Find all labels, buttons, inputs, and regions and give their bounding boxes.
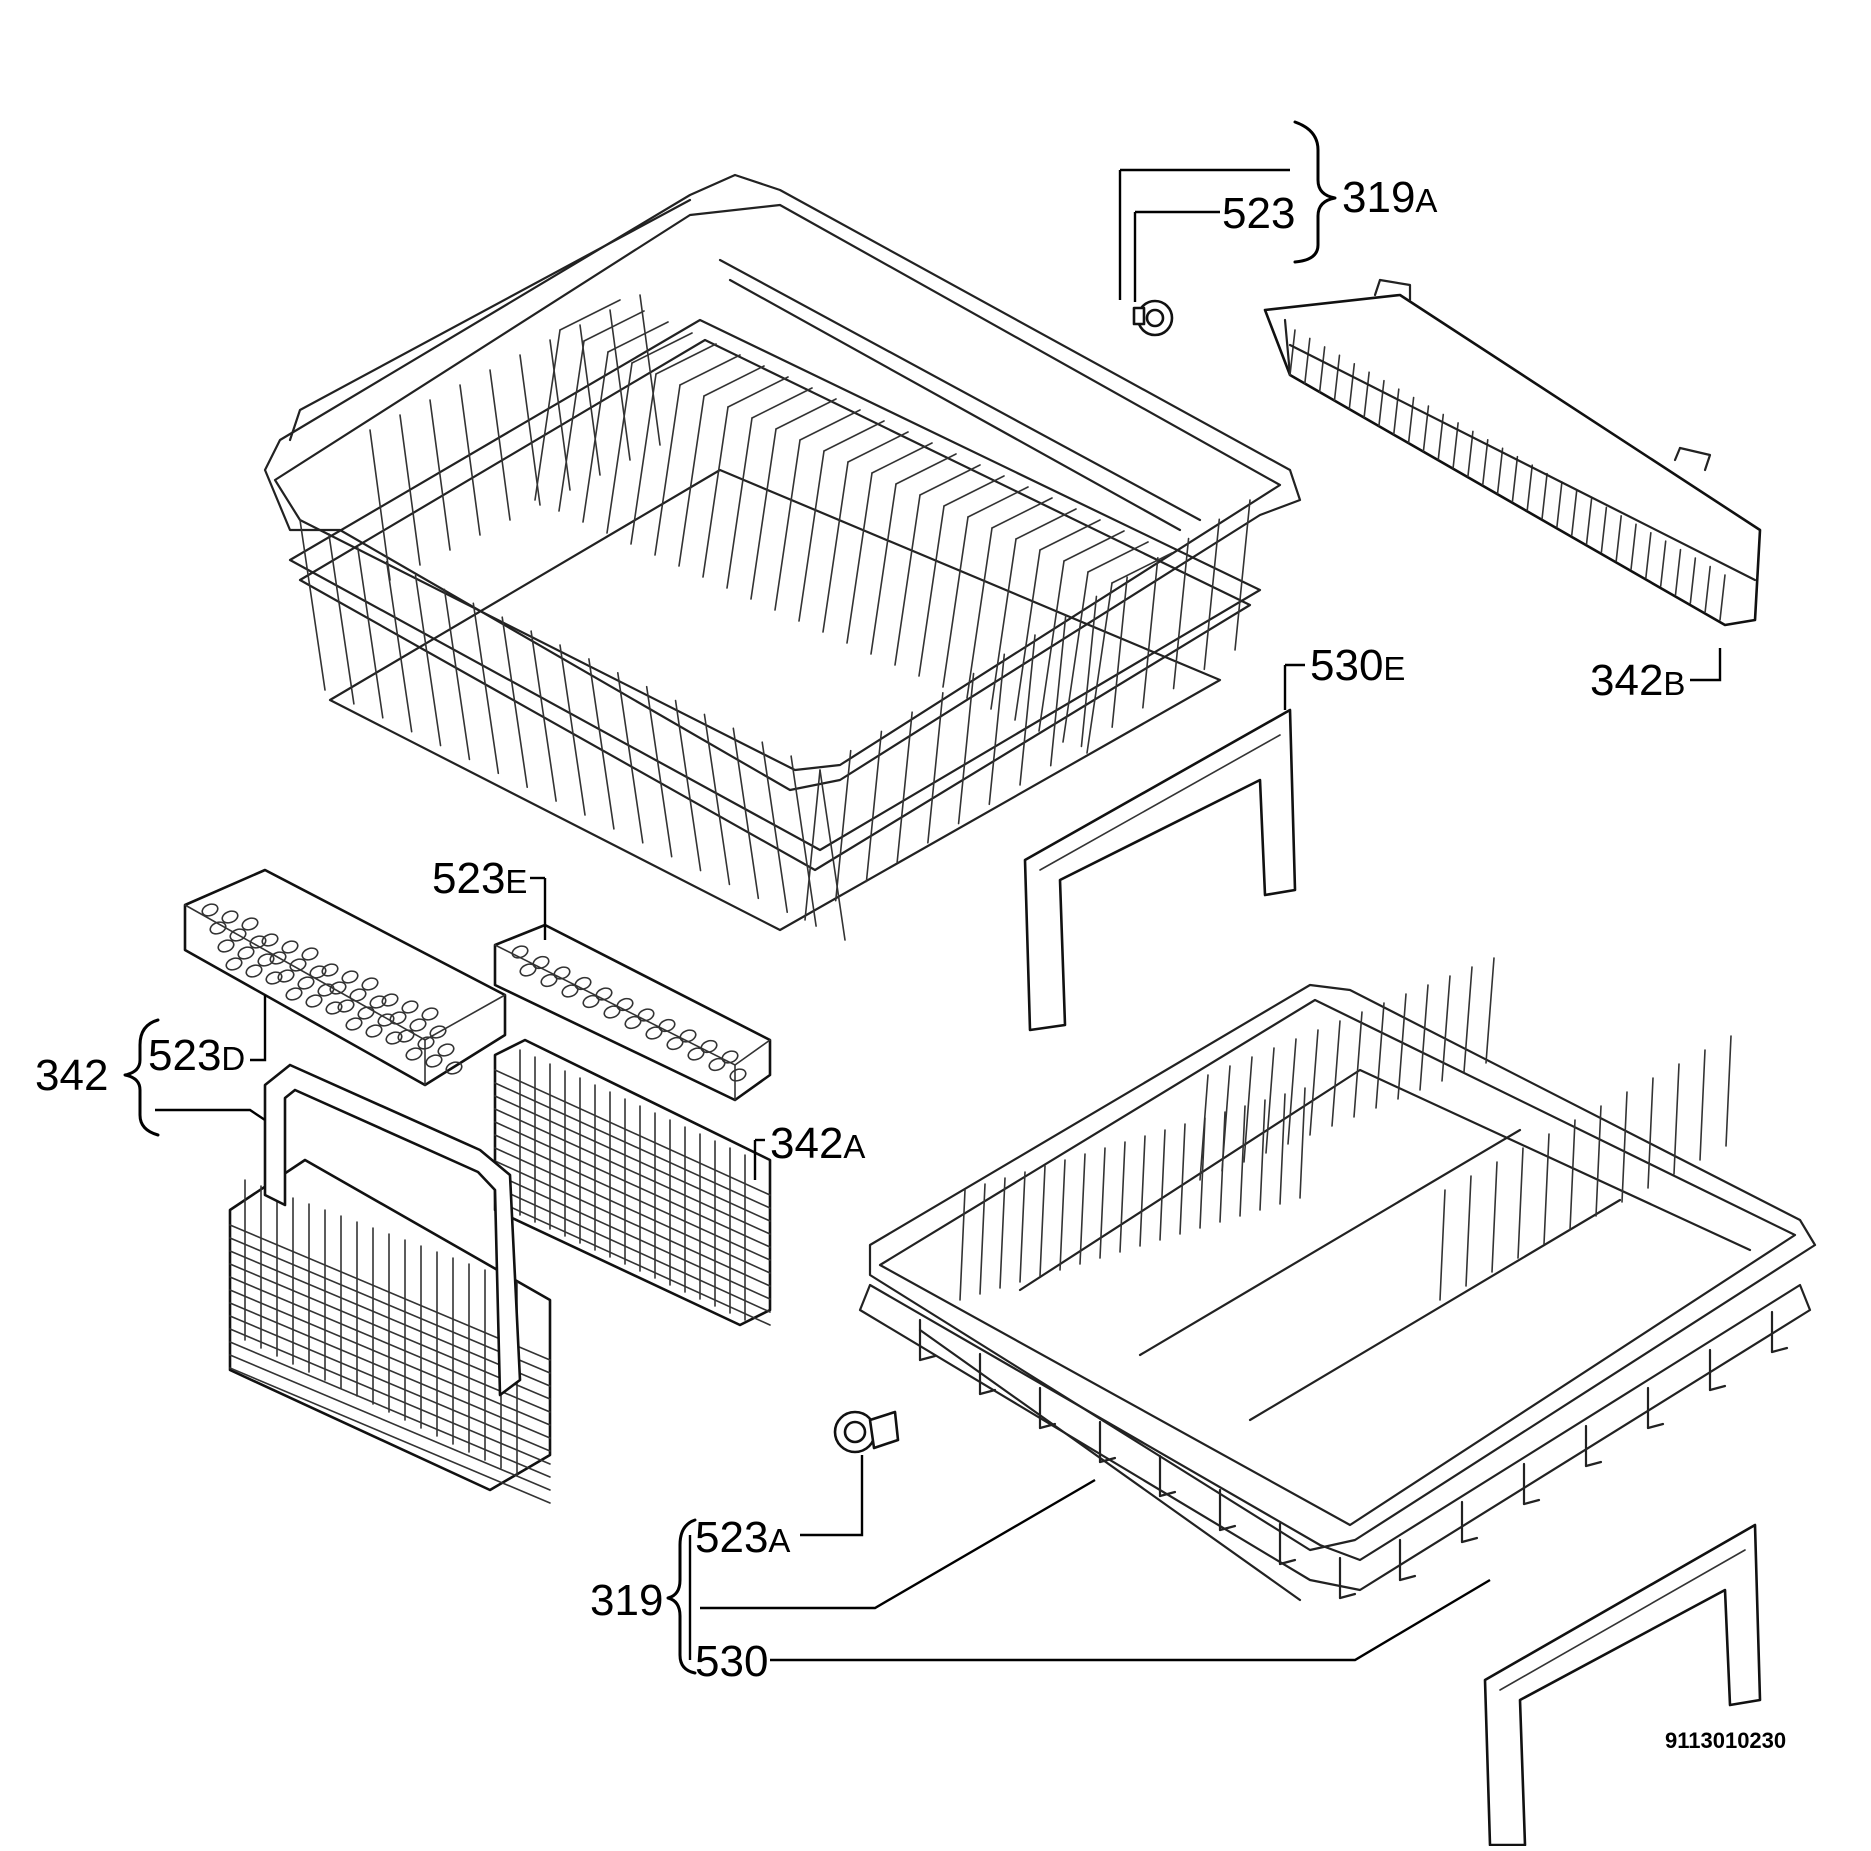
cutlery-cover-523d — [183, 868, 507, 1087]
label-523d: 523D — [148, 1031, 245, 1080]
brace-319a — [1293, 120, 1337, 264]
lower-basket — [858, 957, 1817, 1602]
brace-319 — [666, 1518, 697, 1675]
rail-530e — [1023, 708, 1297, 1032]
upper-basket — [263, 173, 1302, 941]
cutlery-side-basket-342b — [1263, 278, 1762, 627]
cutlery-basket-342a — [493, 1038, 772, 1327]
label-523e: 523E — [432, 854, 527, 903]
label-530e: 530E — [1310, 641, 1405, 690]
label-342a: 342A — [770, 1119, 865, 1168]
document-id: 9113010230 — [1665, 1728, 1786, 1753]
brace-342 — [123, 1018, 160, 1137]
wheel-523 — [1132, 299, 1174, 337]
label-523a: 523A — [695, 1513, 790, 1562]
leader-lines — [155, 168, 1722, 1662]
label-319a: 319A — [1342, 173, 1437, 222]
label-523: 523 — [1222, 189, 1295, 238]
rail-530 — [1483, 1523, 1762, 1847]
label-342: 342 — [35, 1051, 108, 1100]
label-530: 530 — [695, 1637, 768, 1686]
label-342b: 342B — [1590, 656, 1685, 705]
wheel-523a — [833, 1410, 900, 1454]
label-319: 319 — [590, 1576, 663, 1625]
cutlery-basket-342 — [228, 1063, 552, 1504]
